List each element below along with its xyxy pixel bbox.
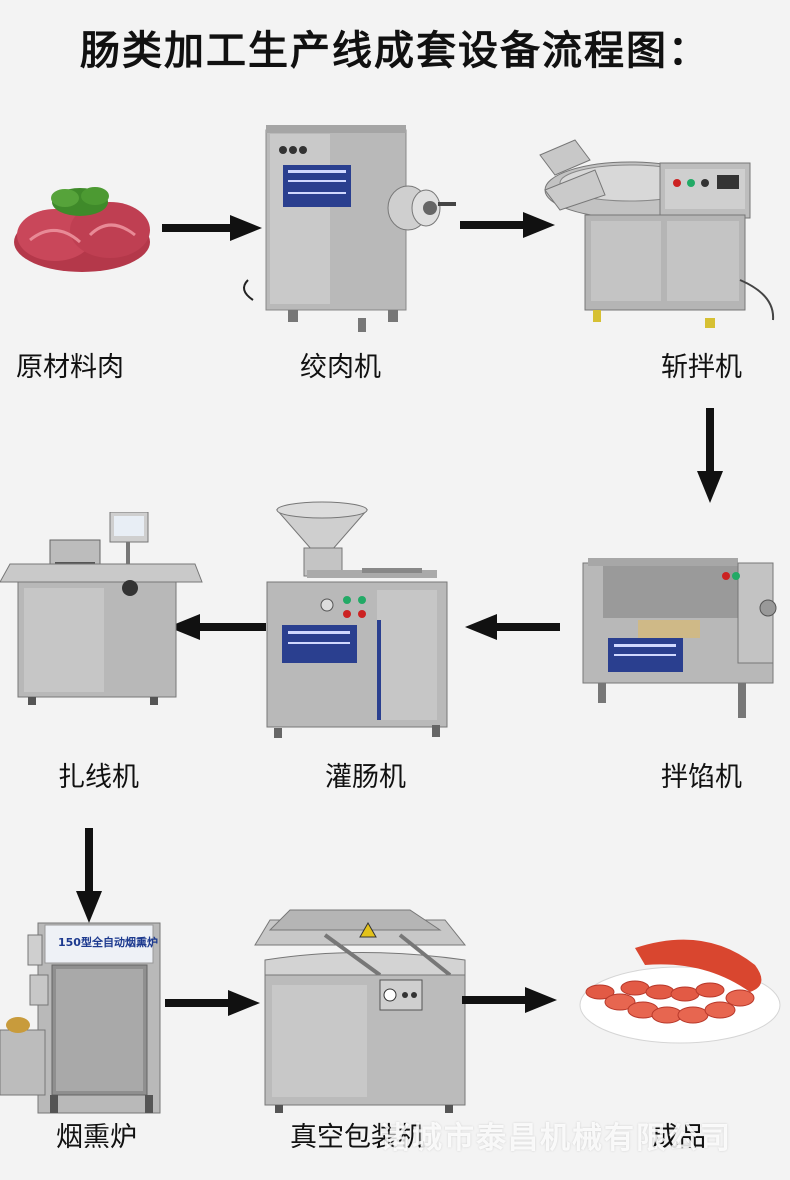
smokehouse-sign: 150型全自动烟熏炉 [58,936,158,949]
arrow-right-icon [162,215,262,241]
step-label-vacuum-packing: 真空包装机 [290,1122,425,1153]
arrow-right-icon [165,990,260,1016]
step-label-mixer: 拌馅机 [661,762,742,793]
step-label-filler: 灌肠机 [325,762,406,793]
meat-mixer-image [582,558,777,718]
step-label-tying: 扎线机 [58,762,139,793]
arrow-left-icon [168,614,266,640]
meat-grinder-image [243,125,456,332]
raw-meat-image [14,187,150,272]
arrow-down-icon [697,408,723,503]
arrow-right-icon [460,212,555,238]
finished-sausage-image [579,939,781,1044]
page-title: 肠类加工生产线成套设备流程图： [80,28,710,74]
arrow-right-icon [462,987,557,1013]
sausage-filler-image [266,501,448,738]
company-watermark: 诸城市泰昌机械有限公司 [380,1121,732,1156]
step-label-raw-meat: 原材料肉 [16,352,124,383]
sausage-tying-machine-image [0,512,203,705]
step-label-smokehouse: 烟熏炉 [56,1122,137,1153]
vacuum-packing-machine-image [254,909,467,1113]
step-label-finished: 成品 [652,1122,706,1153]
arrow-left-icon [465,614,560,640]
smokehouse-image [0,922,161,1114]
step-label-bowl-cutter: 斩拌机 [661,352,742,383]
arrow-down-icon [76,828,102,923]
step-label-meat-grinder: 绞肉机 [300,352,381,383]
bowl-cutter-image [539,139,775,328]
